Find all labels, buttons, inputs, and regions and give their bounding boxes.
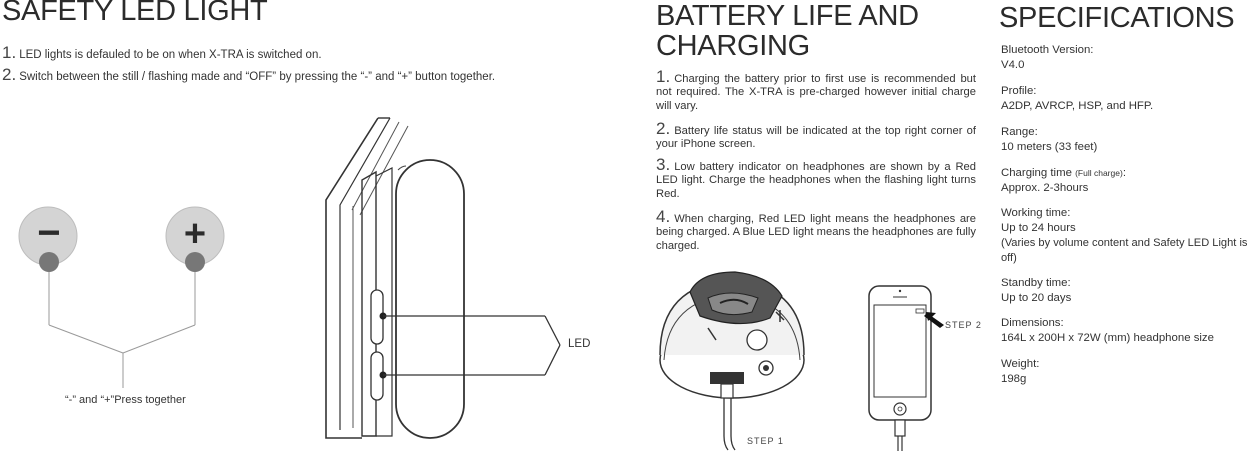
spec-range: Range: 10 meters (33 feet) <box>1001 125 1253 155</box>
spec-standby-value: Up to 20 days <box>1001 292 1072 304</box>
spec-range-value: 10 meters (33 feet) <box>1001 141 1098 153</box>
battery-item-4-text: When charging, Red LED light means the h… <box>656 213 976 252</box>
spec-working-value: Up to 24 hours <box>1001 222 1076 234</box>
minus-button-knob <box>39 252 59 272</box>
spec-profile-label: Profile: <box>1001 85 1037 97</box>
battery-item-2-text: Battery life status will be indicated at… <box>656 125 976 151</box>
step2-label: STEP 2 <box>945 320 982 330</box>
spec-dimensions-label: Dimensions: <box>1001 317 1064 329</box>
spec-charging-colon: : <box>1122 167 1126 179</box>
safety-item-1-text: LED lights is defauled to be on when X-T… <box>19 49 322 61</box>
spec-dimensions: Dimensions: 164L x 200H x 72W (mm) headp… <box>1001 316 1253 346</box>
battery-item-2-number: 2. <box>656 119 671 138</box>
spec-weight-value: 198g <box>1001 373 1027 385</box>
safety-item-2-number: 2. <box>2 65 17 84</box>
spec-working-label: Working time: <box>1001 207 1071 219</box>
spec-profile-value: A2DP, AVRCP, HSP, and HFP. <box>1001 100 1154 112</box>
spec-bluetooth: Bluetooth Version: V4.0 <box>1001 43 1253 73</box>
led-label: LED <box>568 338 591 350</box>
battery-item-3-text: Low battery indicator on headphones are … <box>656 161 976 200</box>
connector-line-left-diag <box>48 324 124 354</box>
minus-icon: − <box>37 211 61 255</box>
battery-item-4: 4.When charging, Red LED light means the… <box>656 207 976 253</box>
spec-bluetooth-value: V4.0 <box>1001 59 1025 71</box>
connector-line-right-diag <box>122 324 196 354</box>
spec-charging: Charging time (Full charge): Approx. 2-3… <box>1001 166 1253 196</box>
spec-working: Working time: Up to 24 hours (Varies by … <box>1001 206 1253 266</box>
spec-bluetooth-label: Bluetooth Version: <box>1001 44 1094 56</box>
battery-item-4-number: 4. <box>656 207 671 226</box>
headphone-side-illustration <box>325 117 561 439</box>
safety-item-2: 2.Switch between the still / flashing ma… <box>2 65 495 85</box>
spec-weight-label: Weight: <box>1001 358 1040 370</box>
phone-battery-illustration <box>868 285 944 451</box>
battery-title-line2: CHARGING <box>656 30 810 62</box>
battery-item-1: 1.Charging the battery prior to first us… <box>656 67 976 113</box>
spec-standby: Standby time: Up to 20 days <box>1001 276 1253 306</box>
battery-item-1-number: 1. <box>656 67 671 86</box>
battery-item-3: 3.Low battery indicator on headphones ar… <box>656 155 976 201</box>
battery-item-3-number: 3. <box>656 155 671 174</box>
step1-label: STEP 1 <box>747 436 784 446</box>
safety-item-2-text: Switch between the still / flashing made… <box>19 71 496 83</box>
spec-dimensions-value: 164L x 200H x 72W (mm) headphone size <box>1001 332 1214 344</box>
spec-standby-label: Standby time: <box>1001 277 1071 289</box>
battery-item-1-text: Charging the battery prior to first use … <box>656 73 976 112</box>
safety-title: SAFETY LED LIGHT <box>2 0 268 27</box>
spec-charging-note: (Full charge) <box>1075 168 1123 178</box>
spec-weight: Weight: 198g <box>1001 357 1253 387</box>
buttons-diagram <box>18 206 225 388</box>
specs-title: SPECIFICATIONS <box>999 2 1235 34</box>
plus-icon: + <box>183 213 207 255</box>
battery-title-line1: BATTERY LIFE AND <box>656 0 919 32</box>
press-together-caption: “-” and “+”Press together <box>65 394 186 406</box>
spec-working-note: (Varies by volume content and Safety LED… <box>1001 237 1248 264</box>
plus-button-knob <box>185 252 205 272</box>
safety-item-1-number: 1. <box>2 43 17 62</box>
battery-item-2: 2.Battery life status will be indicated … <box>656 119 976 152</box>
safety-item-1: 1.LED lights is defauled to be on when X… <box>2 43 322 63</box>
spec-charging-value: Approx. 2-3hours <box>1001 182 1089 194</box>
spec-range-label: Range: <box>1001 126 1038 138</box>
spec-profile: Profile: A2DP, AVRCP, HSP, and HFP. <box>1001 84 1253 114</box>
spec-charging-label: Charging time <box>1001 167 1072 179</box>
earcup-charging-illustration <box>659 271 805 451</box>
